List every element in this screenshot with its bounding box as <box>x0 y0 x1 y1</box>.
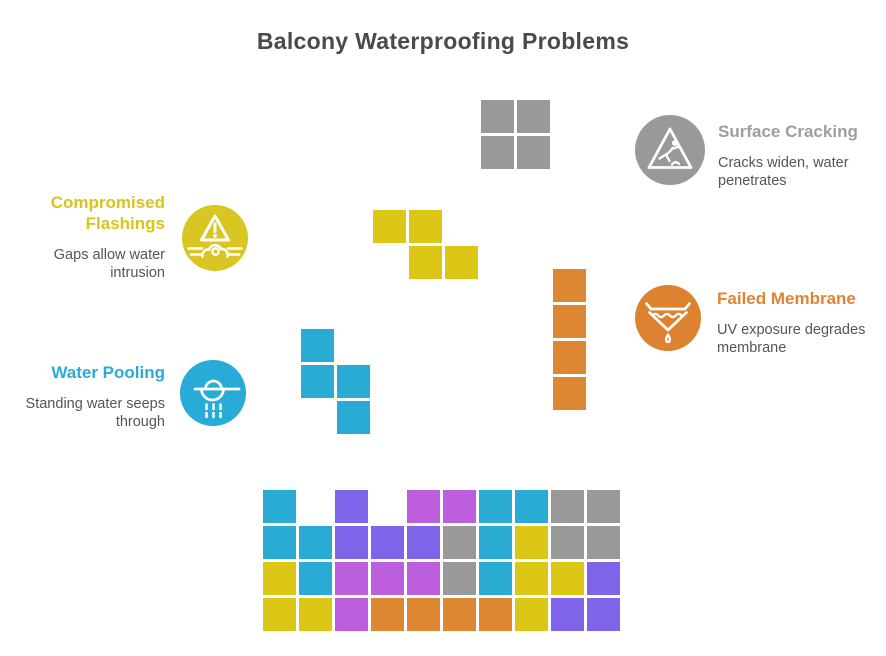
stack-cell <box>407 490 440 523</box>
stack-cell <box>479 562 512 595</box>
yellow-s-piece-cell <box>373 210 406 243</box>
stack-cell <box>515 562 548 595</box>
callout-surface-cracking: Surface Cracking Cracks widen, water pen… <box>635 115 880 190</box>
stack-cell <box>263 598 296 631</box>
orange-i-piece-cell <box>553 305 586 338</box>
stack-cell <box>335 562 368 595</box>
orange-i-piece-cell <box>553 341 586 374</box>
stack-cell <box>443 490 476 523</box>
cyan-s-piece-cell <box>301 329 334 362</box>
stack-cell <box>551 598 584 631</box>
cyan-s-piece-cell <box>301 365 334 398</box>
stack-cell <box>479 490 512 523</box>
gray-o-piece-cell <box>517 100 550 133</box>
stack-cell <box>515 526 548 559</box>
membrane-leak-icon <box>635 285 701 351</box>
page-title: Balcony Waterproofing Problems <box>256 28 630 55</box>
callout-failed-membrane: Failed Membrane UV exposure degrades mem… <box>635 285 886 357</box>
stack-cell <box>335 526 368 559</box>
stack-cell <box>515 598 548 631</box>
stack-cell <box>587 526 620 559</box>
stack-cell <box>335 598 368 631</box>
flashing-warning-icon <box>182 205 248 271</box>
stack-cell <box>263 526 296 559</box>
callout-compromised-flashings: Compromised Flashings Gaps allow water i… <box>20 192 248 282</box>
callout-water-pooling: Water Pooling Standing water seeps throu… <box>15 360 246 431</box>
gray-o-piece-cell <box>481 136 514 169</box>
cyan-s-piece-cell <box>337 401 370 434</box>
callout-description: UV exposure degrades membrane <box>717 322 866 356</box>
stack-cell <box>479 598 512 631</box>
stack-cell <box>263 490 296 523</box>
callout-title: Compromised Flashings <box>50 193 165 233</box>
yellow-s-piece-cell <box>445 246 478 279</box>
stack-cell <box>587 598 620 631</box>
yellow-s-piece-cell <box>409 246 442 279</box>
callout-title: Water Pooling <box>51 363 165 382</box>
gray-o-piece-cell <box>517 136 550 169</box>
stack-cell <box>587 490 620 523</box>
orange-i-piece-cell <box>553 269 586 302</box>
callout-title: Failed Membrane <box>717 289 856 308</box>
stack-cell <box>299 562 332 595</box>
stack-cell <box>371 562 404 595</box>
stack-cell <box>551 526 584 559</box>
stack-cell <box>263 562 296 595</box>
stack-cell <box>407 562 440 595</box>
slip-warning-icon <box>635 115 705 185</box>
stack-cell <box>479 526 512 559</box>
stack-cell <box>371 526 404 559</box>
water-drain-icon <box>180 360 246 426</box>
stack-cell <box>299 598 332 631</box>
gray-o-piece-cell <box>481 100 514 133</box>
callout-title: Surface Cracking <box>718 122 858 141</box>
stack-cell <box>335 490 368 523</box>
stack-cell <box>443 562 476 595</box>
stack-cell <box>299 526 332 559</box>
stack-cell <box>551 562 584 595</box>
stack-cell <box>515 490 548 523</box>
stack-cell <box>587 562 620 595</box>
stack-cell <box>371 598 404 631</box>
stack-cell <box>443 526 476 559</box>
stack-cell <box>551 490 584 523</box>
stack-cell <box>407 526 440 559</box>
callout-description: Standing water seeps through <box>25 396 165 430</box>
yellow-s-piece-cell <box>409 210 442 243</box>
callout-description: Gaps allow water intrusion <box>53 247 165 281</box>
callout-description: Cracks widen, water penetrates <box>718 155 849 189</box>
cyan-s-piece-cell <box>337 365 370 398</box>
stack-cell <box>443 598 476 631</box>
orange-i-piece-cell <box>553 377 586 410</box>
stack-cell <box>407 598 440 631</box>
